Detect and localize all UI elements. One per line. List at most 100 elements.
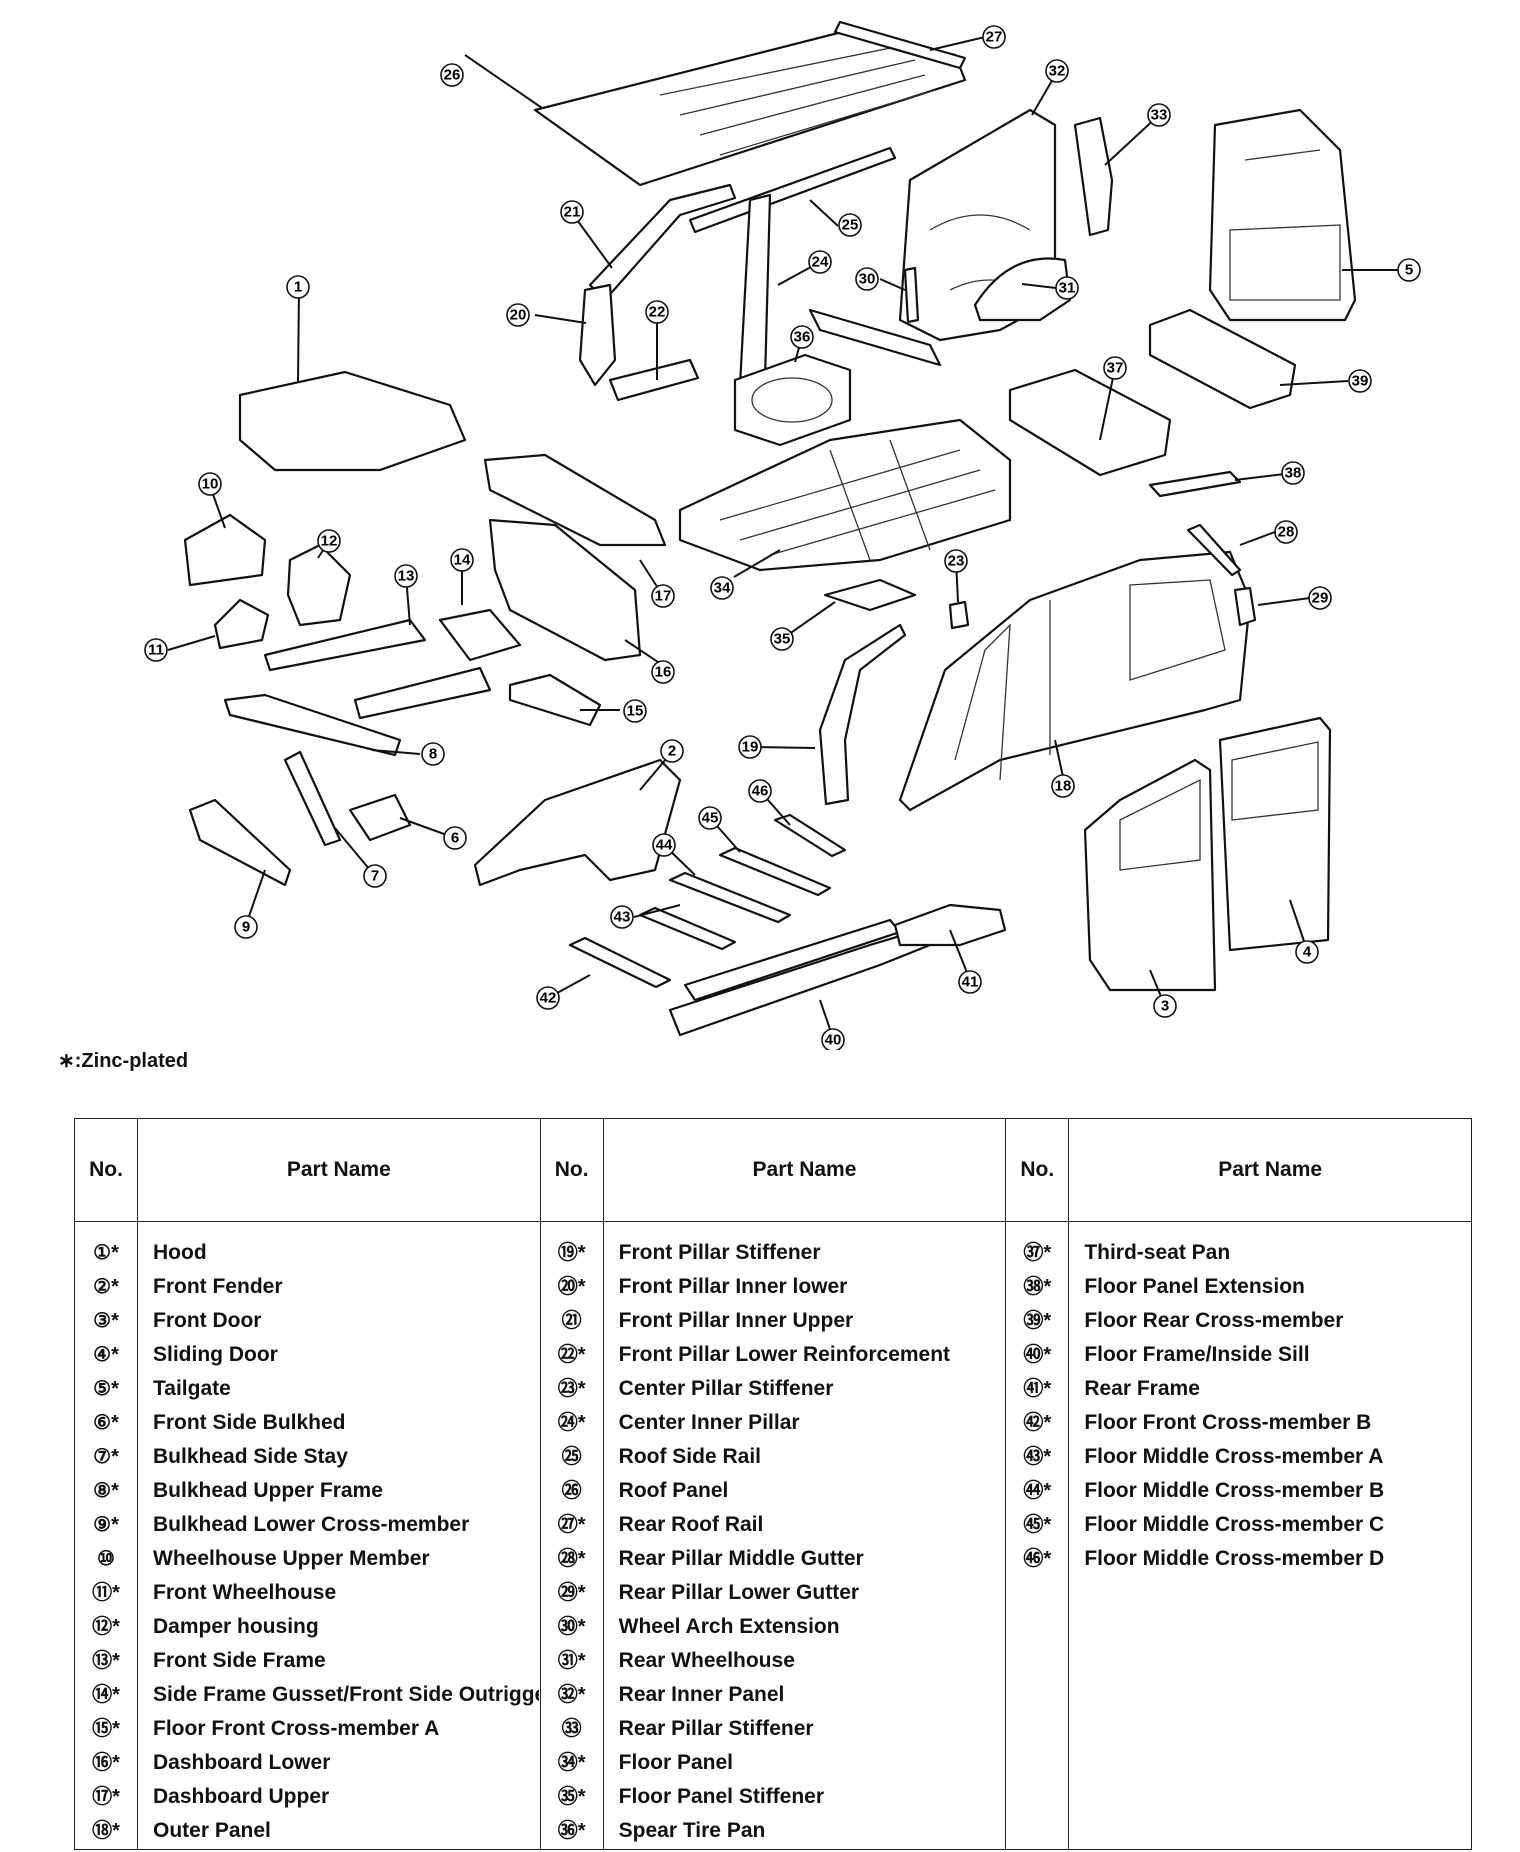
bulkhead-upper-frame-shape: [223, 693, 402, 757]
part-name: Floor Panel: [618, 1751, 734, 1774]
part-name: Front Pillar Inner Upper: [618, 1309, 854, 1332]
callout-numbers: 1 2 3 4 5 6 7 8 9 10 11 12 13 14 15 16 1…: [144, 25, 1421, 1050]
part-number: ㊺*: [1023, 1514, 1052, 1536]
part-number: ㉔*: [557, 1412, 586, 1434]
part-name: Hood: [153, 1241, 207, 1264]
callout-42: 42: [536, 986, 560, 1010]
part-name: Damper housing: [153, 1615, 319, 1638]
callout-46: 46: [748, 779, 772, 803]
part-number: ⑳*: [557, 1276, 586, 1298]
callout-label: 28: [1278, 524, 1295, 541]
part-name: Front Pillar Inner lower: [618, 1275, 848, 1298]
part-name: Floor Middle Cross-member A: [1084, 1445, 1384, 1468]
part-name: Third-seat Pan: [1084, 1241, 1231, 1264]
part-number: ③*: [93, 1310, 119, 1332]
header-no-1: No.: [74, 1118, 138, 1222]
part-name: Floor Middle Cross-member C: [1084, 1513, 1385, 1536]
callout-label: 19: [742, 739, 759, 756]
callout-13: 13: [394, 564, 418, 588]
callout-39: 39: [1348, 369, 1372, 393]
part-number: ⑬*: [92, 1650, 120, 1672]
part-name: Wheel Arch Extension: [618, 1615, 840, 1638]
callout-43: 43: [610, 905, 634, 929]
roof-side-rail-shape: [688, 146, 897, 234]
callout-label: 25: [842, 217, 859, 234]
callout-label: 9: [242, 919, 250, 936]
part-number: ②*: [93, 1276, 119, 1298]
part-name: Rear Frame: [1084, 1377, 1200, 1400]
callout-label: 30: [859, 271, 876, 288]
dashboard-lower-shape: [488, 518, 642, 662]
callout-label: 39: [1352, 373, 1369, 390]
callout-3: 3: [1153, 994, 1177, 1018]
callout-label: 37: [1107, 360, 1124, 377]
floor-middle-cross-member-b-shape: [668, 871, 792, 924]
callout-label: 3: [1161, 998, 1169, 1015]
callout-label: 44: [656, 837, 673, 854]
callout-36: 36: [790, 325, 814, 349]
body-parts-drawing: [183, 20, 1357, 1037]
hood-shape: [238, 370, 467, 472]
center-pillar-stiffener-shape: [948, 600, 970, 630]
dashboard-upper-shape: [483, 453, 667, 547]
callout-4: 4: [1295, 940, 1319, 964]
callout-20: 20: [506, 303, 530, 327]
callout-label: 1: [294, 279, 302, 296]
callout-label: 21: [564, 204, 581, 221]
callout-40: 40: [821, 1028, 845, 1050]
part-name: Bulkhead Side Stay: [153, 1445, 348, 1468]
part-number: ㉚*: [557, 1616, 586, 1638]
callout-label: 15: [627, 703, 644, 720]
part-number: ㉞*: [557, 1752, 586, 1774]
rear-wheelhouse-shape: [973, 257, 1072, 322]
part-number: ㊶*: [1023, 1378, 1052, 1400]
rear-frame-shape: [893, 903, 1007, 947]
part-name: Front Side Bulkhed: [153, 1411, 346, 1434]
part-number: ⑥*: [93, 1412, 119, 1434]
callout-label: 45: [702, 810, 719, 827]
callout-35: 35: [770, 627, 794, 651]
rear-pillar-stiffener-shape: [1073, 116, 1114, 237]
bulkhead-side-stay-shape: [283, 750, 342, 847]
part-number: ⑱*: [92, 1820, 120, 1842]
part-name: Wheelhouse Upper Member: [153, 1547, 430, 1570]
front-side-bulkhead-shape: [348, 793, 412, 842]
part-number: ㊳*: [1023, 1276, 1052, 1298]
part-number: ㉑: [561, 1310, 582, 1332]
part-name: Front Fender: [153, 1275, 283, 1298]
part-number: ㉖: [561, 1480, 582, 1502]
part-number: ⑧*: [93, 1480, 119, 1502]
part-number: ㊸*: [1023, 1446, 1052, 1468]
part-number: ㊱*: [557, 1820, 586, 1842]
callout-label: 22: [649, 304, 666, 321]
floor-front-cross-member-b-shape: [568, 936, 672, 989]
part-name: Rear Inner Panel: [618, 1683, 785, 1706]
callout-28: 28: [1274, 520, 1298, 544]
front-pillar-lower-reinforcement-shape: [608, 358, 700, 402]
callout-33: 33: [1147, 103, 1171, 127]
callout-label: 34: [714, 580, 731, 597]
part-number: ㉛*: [557, 1650, 586, 1672]
part-name: Spear Tire Pan: [618, 1819, 766, 1842]
number-column-3: ㊲*㊳*㊴*㊵*㊶*㊷*㊸*㊹*㊺*㊻*: [1005, 1221, 1070, 1850]
part-number: ㊹*: [1023, 1480, 1052, 1502]
callout-26: 26: [440, 63, 464, 87]
callout-15: 15: [623, 699, 647, 723]
part-name: Front Door: [153, 1309, 262, 1332]
callout-label: 6: [451, 830, 459, 847]
callout-label: 13: [398, 568, 415, 585]
sliding-door-shape: [1218, 716, 1332, 952]
part-name: Floor Panel Extension: [1084, 1275, 1305, 1298]
part-name: Floor Rear Cross-member: [1084, 1309, 1344, 1332]
callout-16: 16: [651, 660, 675, 684]
part-number: ⑮*: [92, 1718, 120, 1740]
part-name: Roof Side Rail: [618, 1445, 762, 1468]
callout-label: 23: [948, 553, 965, 570]
header-part-name-2: Part Name: [602, 1118, 1007, 1222]
callout-32: 32: [1045, 59, 1069, 83]
part-number: ⑩: [97, 1548, 115, 1570]
callout-label: 18: [1055, 778, 1072, 795]
